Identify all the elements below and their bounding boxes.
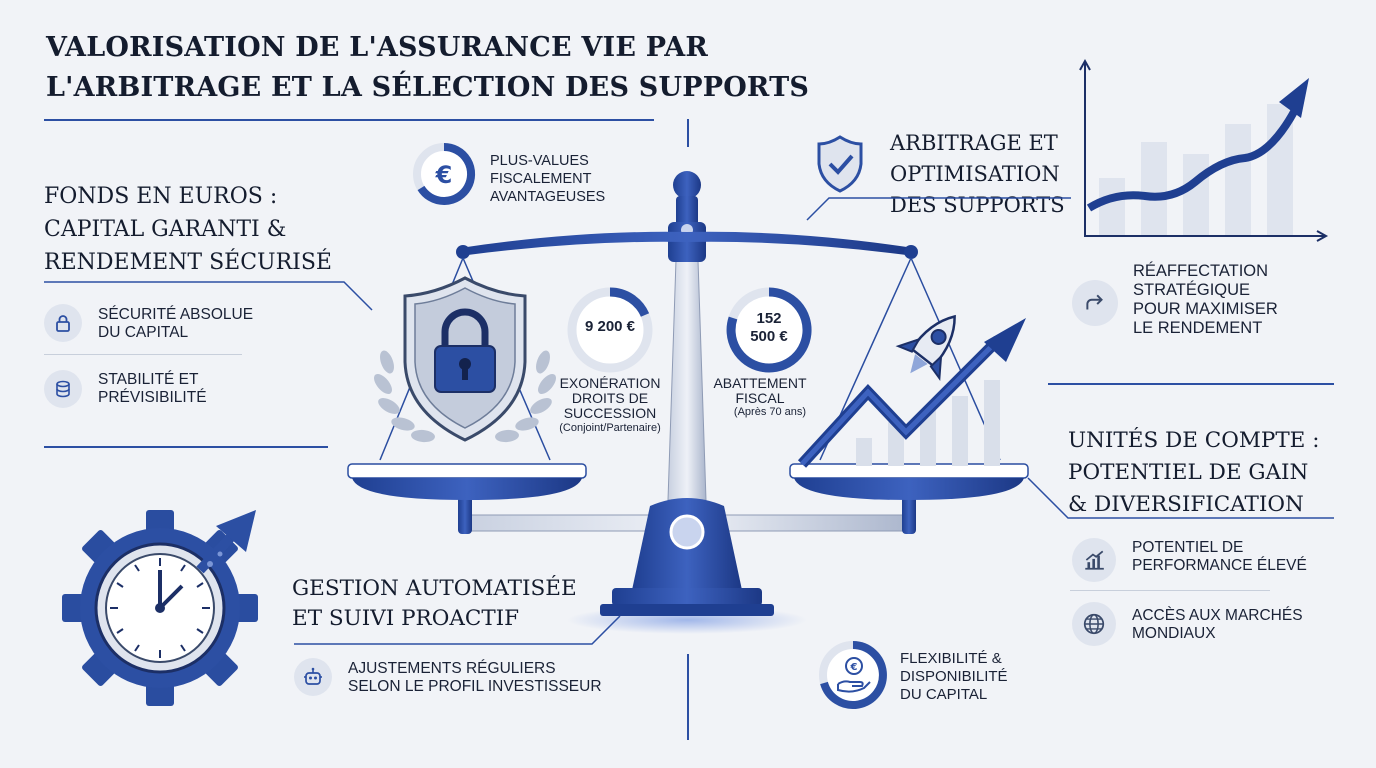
feature-securite-line1: SÉCURITÉ ABSOLUE [98, 306, 254, 323]
reaffectation-line2: STRATÉGIQUE [1133, 281, 1251, 299]
page-title-line2: L'ARBITRAGE ET LA SÉLECTION DES SUPPORTS [46, 72, 810, 103]
abattement-value-line2: 500 € [750, 328, 788, 345]
flexibilite-label: FLEXIBILITÉ & DISPONIBILITÉ DU CAPITAL [900, 650, 1008, 704]
fonds-euros-title-line3: RENDEMENT SÉCURISÉ [44, 250, 332, 275]
plus-values-line1: PLUS-VALUES [490, 153, 589, 169]
abattement-donut [726, 287, 812, 373]
page-title: VALORISATION DE L'ASSURANCE VIE PAR L'AR… [46, 28, 809, 108]
feature-potentiel-line2: PERFORMANCE ÉLEVÉ [1132, 557, 1307, 574]
shield-check-icon [817, 135, 863, 193]
feature-potentiel: POTENTIEL DE PERFORMANCE ÉLEVÉ [1132, 539, 1307, 575]
fonds-euros-title-line2: CAPITAL GARANTI & [44, 217, 287, 242]
reaffectation-line4: LE RENDEMENT [1133, 319, 1263, 337]
flexibilite-line1: FLEXIBILITÉ & [900, 650, 1002, 667]
feature-ajustements-line2: SELON LE PROFIL INVESTISSEUR [348, 678, 602, 695]
abattement-value-line1: 152 [756, 310, 782, 327]
redirect-arrow-icon [1072, 280, 1118, 326]
growth-chart-icon [1072, 538, 1116, 582]
succession-value: 9 200 € [584, 318, 636, 335]
feature-ajustements: AJUSTEMENTS RÉGULIERS SELON LE PROFIL IN… [348, 660, 602, 696]
feature-stabilite: STABILITÉ ET PRÉVISIBILITÉ [98, 371, 207, 407]
svg-text:€: € [435, 161, 453, 189]
unites-compte-connector [1027, 477, 1334, 519]
unites-compte-title-line2: POTENTIEL DE GAIN [1068, 460, 1309, 485]
plus-values-line2: FISCALEMENT [490, 171, 592, 187]
gear-clock-icon [62, 510, 258, 706]
plus-values-line3: AVANTAGEUSES [490, 189, 606, 205]
gestion-title-line1: GESTION AUTOMATISÉE [292, 576, 577, 601]
arbitrage-title-line3: DES SUPPORTS [890, 193, 1065, 217]
abattement-caption-line1: ABATTEMENT [713, 375, 807, 391]
svg-text:€: € [850, 662, 858, 673]
fonds-euros-bottom-rule [44, 446, 328, 448]
gestion-connector [294, 615, 621, 645]
feature-acces-marches-line1: ACCÈS AUX MARCHÉS [1132, 607, 1303, 624]
arbitrage-title-line2: OPTIMISATION [890, 162, 1060, 186]
plus-values-label: PLUS-VALUES FISCALEMENT AVANTAGEUSES [490, 152, 605, 206]
balance-scale-illustration [347, 171, 1029, 634]
gestion-title-line2: ET SUIVI PROACTIF [292, 606, 520, 631]
feature-stabilite-line1: STABILITÉ ET [98, 371, 199, 388]
fonds-euros-title-line1: FONDS EN EUROS : [44, 184, 278, 209]
abattement-note: (Après 70 ans) [733, 406, 807, 418]
feature-securite-line2: DU CAPITAL [98, 324, 189, 341]
flexibilite-line3: DU CAPITAL [900, 686, 988, 703]
unites-compte-title: UNITÉS DE COMPTE : POTENTIEL DE GAIN & D… [1068, 425, 1319, 521]
coins-icon [44, 370, 82, 408]
feature-securite: SÉCURITÉ ABSOLUE DU CAPITAL [98, 306, 253, 342]
reaffectation-bottom-rule [1048, 383, 1334, 385]
feature-divider [44, 354, 242, 355]
title-divider [44, 119, 654, 121]
feature-stabilite-line2: PRÉVISIBILITÉ [98, 389, 207, 406]
succession-caption-line2: DROITS DE [571, 390, 649, 406]
globe-icon [1072, 602, 1116, 646]
flexibilite-line2: DISPONIBILITÉ [900, 668, 1008, 685]
feature-acces-marches-line2: MONDIAUX [1132, 625, 1216, 642]
arbitrage-connector [806, 197, 1071, 221]
rocket-growth-icon [797, 314, 1026, 468]
feature-potentiel-line1: POTENTIEL DE [1132, 539, 1244, 556]
reaffectation-line3: POUR MAXIMISER [1133, 300, 1278, 318]
euro-icon: € [413, 142, 476, 205]
top-connector-line [687, 119, 689, 147]
gestion-title: GESTION AUTOMATISÉE ET SUIVI PROACTIF [292, 574, 577, 634]
growth-bar-chart-icon [1079, 58, 1329, 242]
succession-note: (Conjoint/Partenaire) [559, 422, 661, 434]
feature-acces-marches: ACCÈS AUX MARCHÉS MONDIAUX [1132, 607, 1303, 643]
fonds-euros-title: FONDS EN EUROS : CAPITAL GARANTI & RENDE… [44, 180, 332, 279]
succession-caption-line1: EXONÉRATION [559, 375, 661, 391]
feature-ajustements-line1: AJUSTEMENTS RÉGULIERS [348, 660, 556, 677]
reaffectation-line1: RÉAFFECTATION [1133, 262, 1269, 280]
unites-compte-title-line1: UNITÉS DE COMPTE : [1068, 428, 1320, 453]
abattement-caption: ABATTEMENT FISCAL [700, 376, 820, 406]
abattement-value: 152 500 € [724, 310, 814, 346]
succession-caption: EXONÉRATION DROITS DE SUCCESSION [540, 376, 680, 421]
unites-compte-title-line3: & DIVERSIFICATION [1068, 492, 1304, 517]
robot-icon [294, 658, 332, 696]
page-title-line1: VALORISATION DE L'ASSURANCE VIE PAR [46, 32, 709, 63]
reaffectation-label: RÉAFFECTATION STRATÉGIQUE POUR MAXIMISER… [1133, 262, 1278, 338]
arbitrage-title: ARBITRAGE ET OPTIMISATION DES SUPPORTS [890, 128, 1065, 221]
arbitrage-title-line1: ARBITRAGE ET [890, 131, 1058, 155]
succession-donut [567, 287, 653, 373]
succession-caption-line3: SUCCESSION [563, 405, 657, 421]
fonds-euros-connector [44, 281, 373, 311]
lock-icon [44, 304, 82, 342]
bottom-connector-line [687, 654, 689, 740]
feature-divider-right [1070, 590, 1270, 591]
abattement-caption-line2: FISCAL [735, 390, 785, 406]
shield-lock-icon [374, 276, 556, 443]
euro-hand-icon: € [819, 641, 887, 709]
